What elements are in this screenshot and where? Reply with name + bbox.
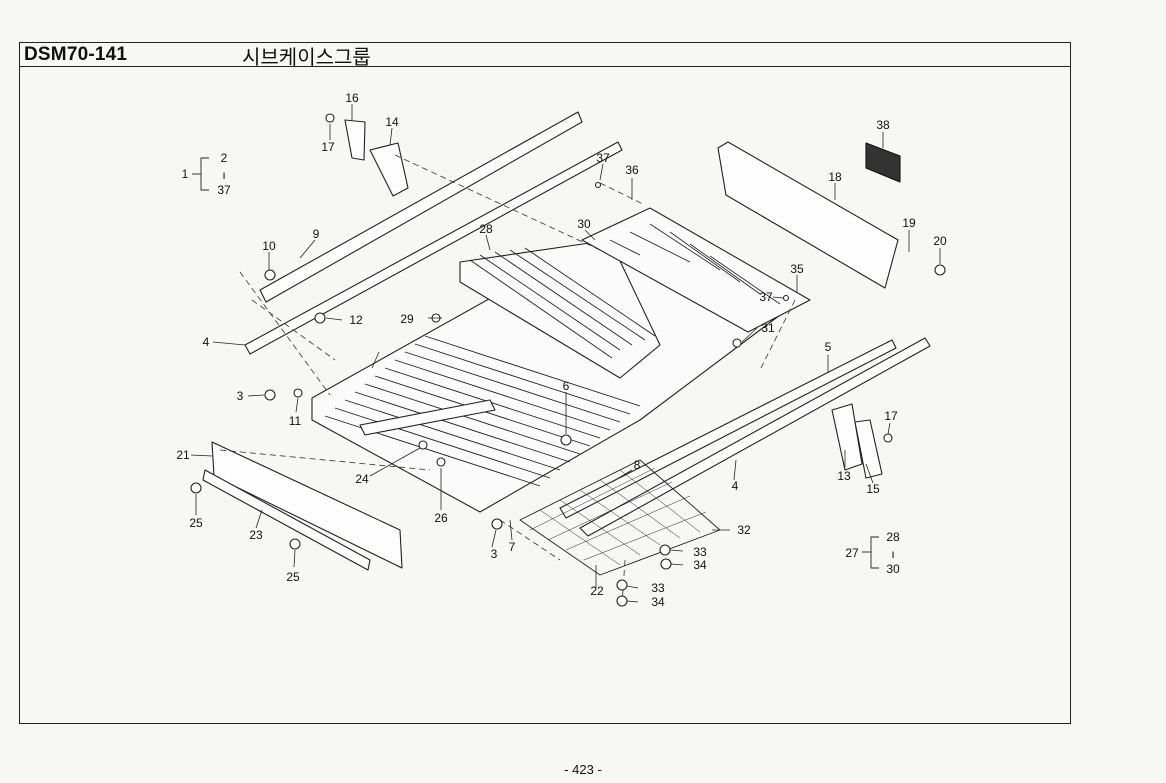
callout-7: 7 xyxy=(509,540,516,554)
bolt-37a xyxy=(594,181,602,189)
range-bracket-1 xyxy=(200,157,209,191)
callout-21: 21 xyxy=(176,448,190,462)
callout-29: 29 xyxy=(400,312,414,326)
callout-6: 6 xyxy=(563,379,570,393)
title-bar: DSM70-141 시브케이스그룹 xyxy=(20,43,1070,69)
callout-2: 2 xyxy=(221,151,228,165)
callout-19: 19 xyxy=(902,216,916,230)
nut-12 xyxy=(314,312,326,324)
side-plate-upper xyxy=(244,141,623,355)
callout-34b: 34 xyxy=(651,595,665,609)
side-plate-lower xyxy=(579,337,931,537)
bracket-14 xyxy=(369,142,409,197)
nut-10 xyxy=(264,269,276,281)
callout-28a: 28 xyxy=(479,222,493,236)
bracket-13 xyxy=(831,403,863,471)
nut-34b xyxy=(616,595,628,607)
callout-15: 15 xyxy=(866,482,880,496)
callout-20: 20 xyxy=(933,234,947,248)
callout-22: 22 xyxy=(590,584,604,598)
callout-37b: 37 xyxy=(759,290,773,304)
callout-23: 23 xyxy=(249,528,263,542)
page-number: - 423 - xyxy=(564,762,602,777)
nut-20 xyxy=(934,264,946,276)
nut-6 xyxy=(560,434,572,446)
bolt-25a xyxy=(190,482,202,494)
callout-28b: 28 xyxy=(886,530,900,544)
callout-17b: 17 xyxy=(884,409,898,423)
callout-4b: 4 xyxy=(732,479,739,493)
range-bracket-27 xyxy=(870,536,879,569)
callout-30b: 30 xyxy=(886,562,900,576)
bracket-15 xyxy=(854,419,883,479)
front-plate-21 xyxy=(211,441,403,569)
nut-3a xyxy=(264,389,276,401)
callout-17a: 17 xyxy=(321,140,335,154)
washer-33b xyxy=(616,579,628,591)
callout-37a: 37 xyxy=(596,151,610,165)
model-code: DSM70-141 xyxy=(24,44,128,65)
washer-33a xyxy=(659,544,671,556)
callout-26: 26 xyxy=(434,511,448,525)
callout-5: 5 xyxy=(825,340,832,354)
callout-32: 32 xyxy=(737,523,751,537)
nut-34a xyxy=(660,558,672,570)
cover-plate xyxy=(717,141,899,289)
callout-33a: 33 xyxy=(693,545,707,559)
callout-4a: 4 xyxy=(203,335,210,349)
callout-31: 31 xyxy=(761,321,775,335)
rear-comb xyxy=(581,207,811,333)
side-rail-upper xyxy=(259,111,583,303)
nut-31 xyxy=(732,338,742,348)
callout-9: 9 xyxy=(313,227,320,241)
callout-25a: 25 xyxy=(189,516,203,530)
nut-3b xyxy=(491,518,503,530)
callout-1: 1 xyxy=(182,167,189,181)
bolt-25b xyxy=(289,538,301,550)
callout-34a: 34 xyxy=(693,558,707,572)
callout-24: 24 xyxy=(355,472,369,486)
drawing-frame: DSM70-141 시브케이스그룹 xyxy=(19,42,1071,724)
bolt-17b xyxy=(883,433,893,443)
rubber-strip xyxy=(865,142,901,183)
bolt-11 xyxy=(293,388,303,398)
callout-10: 10 xyxy=(262,239,276,253)
bolt-17a xyxy=(325,113,335,123)
callout-14: 14 xyxy=(385,115,399,129)
front-rail-23 xyxy=(202,469,371,571)
callout-12: 12 xyxy=(349,313,363,327)
callout-38: 37 xyxy=(217,183,231,197)
sieve-slats xyxy=(324,335,641,487)
callout-11: 11 xyxy=(289,414,302,428)
bracket-16 xyxy=(344,119,366,161)
range-glyph-27: ı xyxy=(891,547,894,561)
callout-3a: 3 xyxy=(237,389,244,403)
callout-33b: 33 xyxy=(651,581,665,595)
range-glyph-1: ı xyxy=(222,168,225,182)
callout-30a: 30 xyxy=(577,217,591,231)
nut-24 xyxy=(418,440,428,450)
nut-26 xyxy=(436,457,446,467)
callout-36: 36 xyxy=(625,163,639,177)
cross-brace xyxy=(359,399,496,436)
callout-16: 16 xyxy=(345,91,359,105)
callout-18: 18 xyxy=(828,170,842,184)
callout-27: 27 xyxy=(845,546,859,560)
callout-38b: 38 xyxy=(876,118,890,132)
group-title: 시브케이스그룹 xyxy=(242,45,371,69)
callout-13: 13 xyxy=(837,469,851,483)
callout-35: 35 xyxy=(790,262,804,276)
callout-25b: 25 xyxy=(286,570,300,584)
bolt-37b xyxy=(782,294,790,302)
callout-8: 8 xyxy=(634,458,641,472)
callout-3b: 3 xyxy=(491,547,498,561)
